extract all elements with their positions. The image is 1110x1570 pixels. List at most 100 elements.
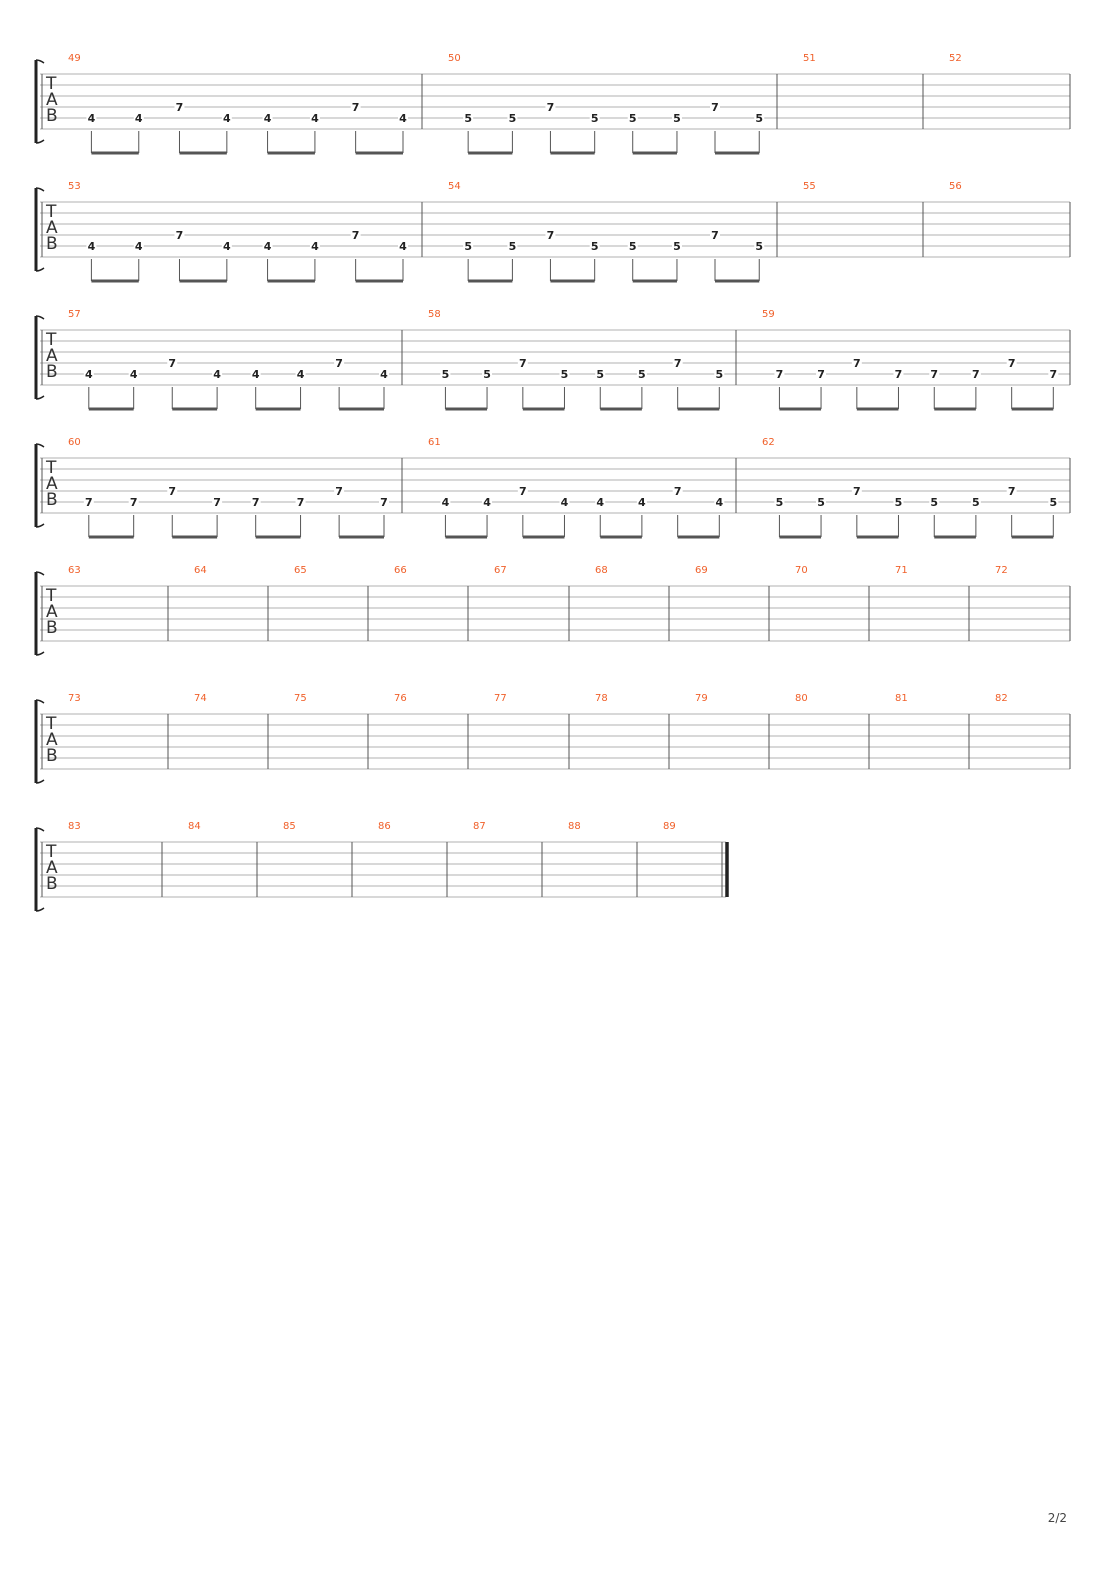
fret-number: 5 <box>464 112 472 125</box>
fret-bg <box>929 368 940 380</box>
tab-clef-b: B <box>46 874 58 894</box>
measure-number: 67 <box>494 565 507 576</box>
measure-number: 66 <box>394 565 407 576</box>
fret-number: 5 <box>561 368 569 381</box>
fret-number: 4 <box>264 112 272 125</box>
fret-bg <box>350 101 361 113</box>
fret-number: 7 <box>380 496 388 509</box>
fret-number: 5 <box>442 368 450 381</box>
fret-bg <box>754 240 765 252</box>
fret-number: 7 <box>711 101 719 114</box>
fret-number: 7 <box>519 485 527 498</box>
tab-clef-t: T <box>45 714 57 734</box>
fret-bg <box>350 229 361 241</box>
fret-number: 7 <box>853 485 861 498</box>
tab-clef-t: T <box>45 586 57 606</box>
fret-bg <box>893 496 904 508</box>
measure-number: 74 <box>194 693 207 704</box>
tab-clef-a: A <box>46 858 58 878</box>
fret-bg <box>83 368 94 380</box>
measure-number: 77 <box>494 693 507 704</box>
tab-clef-a: A <box>46 346 58 366</box>
fret-bg <box>774 496 785 508</box>
fret-bg <box>559 496 570 508</box>
measure-number: 49 <box>68 53 81 64</box>
fret-number: 5 <box>629 112 637 125</box>
measure-number: 62 <box>762 437 775 448</box>
fret-number: 7 <box>252 496 260 509</box>
measure-number: 55 <box>803 181 816 192</box>
fret-number: 5 <box>673 240 681 253</box>
measure-number: 88 <box>568 821 581 832</box>
fret-number: 7 <box>674 485 682 498</box>
fret-bg <box>250 496 261 508</box>
fret-bg <box>1006 485 1017 497</box>
tab-clef-b: B <box>46 746 58 766</box>
fret-number: 7 <box>1008 357 1016 370</box>
fret-bg <box>627 240 638 252</box>
fret-number: 4 <box>88 112 96 125</box>
fret-number: 7 <box>297 496 305 509</box>
fret-bg <box>595 496 606 508</box>
tab-clef-a: A <box>46 602 58 622</box>
fret-bg <box>816 368 827 380</box>
fret-bg <box>710 229 721 241</box>
fret-bg <box>1006 357 1017 369</box>
fret-bg <box>309 240 320 252</box>
fret-bg <box>262 112 273 124</box>
measure-number: 58 <box>428 309 441 320</box>
fret-number: 4 <box>297 368 305 381</box>
bracket-top-hook <box>35 699 45 704</box>
fret-number: 5 <box>755 112 763 125</box>
tab-clef-b: B <box>46 106 58 126</box>
tab-clef-t: T <box>45 202 57 222</box>
fret-bg <box>250 368 261 380</box>
fret-number: 4 <box>638 496 646 509</box>
fret-number: 5 <box>776 496 784 509</box>
tab-clef-b: B <box>46 490 58 510</box>
fret-bg <box>929 496 940 508</box>
fret-bg <box>440 368 451 380</box>
measure-number: 84 <box>188 821 201 832</box>
fret-number: 5 <box>817 496 825 509</box>
fret-number: 4 <box>130 368 138 381</box>
fret-number: 5 <box>509 240 517 253</box>
fret-bg <box>517 485 528 497</box>
fret-number: 7 <box>176 101 184 114</box>
measure-number: 50 <box>448 53 461 64</box>
measure-number: 60 <box>68 437 81 448</box>
bracket-bottom-hook <box>35 651 45 656</box>
measure-number: 52 <box>949 53 962 64</box>
fret-number: 7 <box>547 101 555 114</box>
fret-number: 7 <box>930 368 938 381</box>
fret-number: 4 <box>213 368 221 381</box>
fret-number: 5 <box>596 368 604 381</box>
fret-bg <box>627 112 638 124</box>
measure-number: 57 <box>68 309 81 320</box>
fret-number: 5 <box>591 112 599 125</box>
fret-number: 4 <box>442 496 450 509</box>
bracket-top-hook <box>35 315 45 320</box>
fret-bg <box>128 368 139 380</box>
fret-bg <box>754 112 765 124</box>
fret-number: 4 <box>311 112 319 125</box>
fret-bg <box>86 112 97 124</box>
fret-number: 7 <box>335 485 343 498</box>
fret-number: 4 <box>223 240 231 253</box>
fret-number: 4 <box>483 496 491 509</box>
fret-bg <box>295 368 306 380</box>
bracket-top-hook <box>35 443 45 448</box>
fret-number: 4 <box>380 368 388 381</box>
fret-number: 5 <box>1049 496 1057 509</box>
fret-bg <box>133 240 144 252</box>
fret-number: 7 <box>972 368 980 381</box>
fret-bg <box>714 368 725 380</box>
fret-bg <box>334 485 345 497</box>
fret-number: 4 <box>252 368 260 381</box>
tab-clef-a: A <box>46 90 58 110</box>
fret-number: 7 <box>352 101 360 114</box>
fret-bg <box>212 496 223 508</box>
fret-bg <box>893 368 904 380</box>
fret-bg <box>262 240 273 252</box>
